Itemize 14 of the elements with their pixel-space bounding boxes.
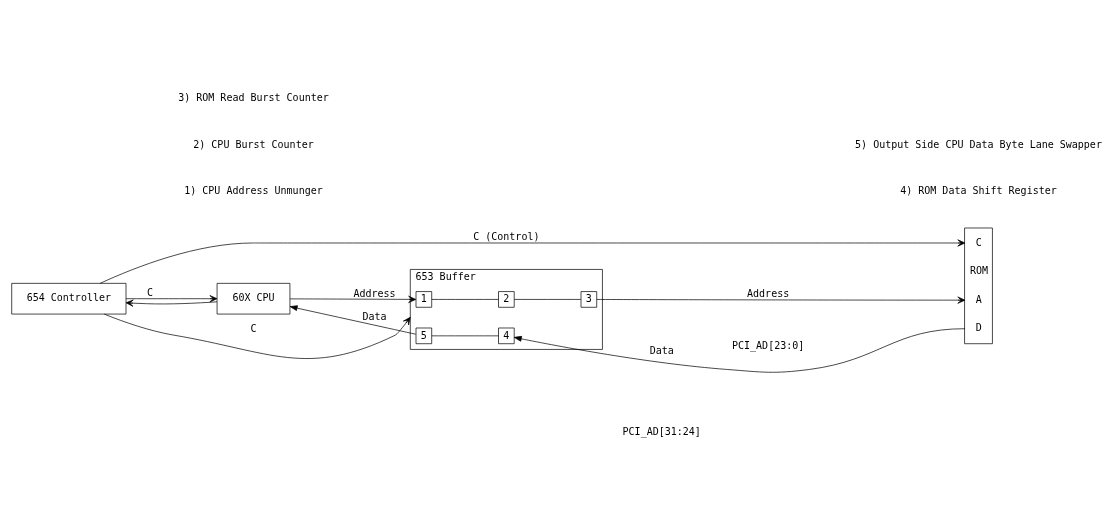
label: 5) Output Side CPU Data Byte Lane Swapper <box>855 138 1102 150</box>
label: 2) CPU Burst Counter <box>193 138 314 150</box>
label: 1) CPU Address Unmunger <box>184 185 323 197</box>
label: 4) ROM Data Shift Register <box>900 185 1057 197</box>
edge-label: C <box>250 323 257 335</box>
edge-label: Address <box>747 288 790 300</box>
label: PCI_AD[31:24] <box>622 425 701 437</box>
edge-label: C (Control) <box>473 231 540 243</box>
edge-label: C <box>146 287 153 298</box>
edge-label: Address <box>353 287 396 299</box>
label: PCI_AD[23:0] <box>732 340 805 352</box>
label: 3) ROM Read Burst Counter <box>178 92 329 104</box>
edge-label: Data <box>362 310 387 322</box>
edge-label: Data <box>649 344 674 356</box>
